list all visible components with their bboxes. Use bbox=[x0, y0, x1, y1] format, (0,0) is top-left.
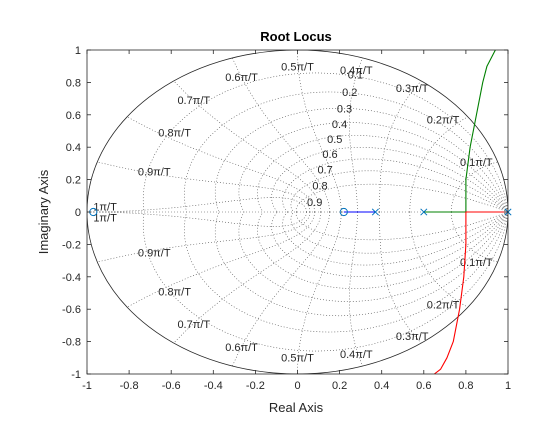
locus-group bbox=[343, 50, 508, 374]
wn-label-upper-9: 0.9π/T bbox=[138, 166, 171, 178]
x-axis-label: Real Axis bbox=[269, 400, 324, 415]
y-tick-label-9: 0.6 bbox=[66, 110, 81, 122]
wn-curve-upper-1 bbox=[450, 161, 498, 213]
y-tick-label-2: -0.8 bbox=[62, 337, 81, 349]
wn-label-upper-1: 0.1π/T bbox=[460, 157, 493, 169]
zeta-label-0.4: 0.4 bbox=[332, 119, 347, 131]
wn-curve-lower-6 bbox=[232, 211, 330, 367]
wn-label-lower-5: 0.5π/T bbox=[281, 353, 314, 365]
wn-curve-upper-5 bbox=[297, 50, 342, 213]
zeta-curve-lower-6 bbox=[271, 211, 508, 277]
y-tick-label-3: -0.6 bbox=[62, 304, 81, 316]
wn-label-upper-5: 0.5π/T bbox=[281, 61, 314, 73]
zeta-label-0.8: 0.8 bbox=[312, 180, 327, 192]
y-tick-label-5: -0.2 bbox=[62, 239, 81, 251]
wn-curve-upper-6 bbox=[232, 57, 330, 213]
wn-label-upper-3: 0.3π/T bbox=[396, 83, 429, 95]
locus-branch-3 bbox=[433, 211, 508, 374]
zeta-curve-lower-4 bbox=[238, 211, 508, 302]
wn-curve-lower-10 bbox=[87, 211, 307, 227]
y-tick-label-1: -1 bbox=[71, 369, 81, 381]
wn-curve-lower-8 bbox=[127, 211, 315, 308]
x-tick-label-9: 0.6 bbox=[416, 380, 431, 392]
wn-curve-upper-7 bbox=[173, 80, 322, 213]
wn-curve-upper-10 bbox=[87, 197, 307, 213]
zeta-curve-lower-2 bbox=[184, 211, 508, 333]
zeta-curve-lower-1 bbox=[142, 211, 508, 352]
wn-curve-upper-3 bbox=[379, 80, 422, 212]
y-tick-label-4: -0.4 bbox=[62, 272, 81, 284]
zeta-label-0.2: 0.2 bbox=[342, 87, 357, 99]
x-tick-label-4: -0.4 bbox=[204, 380, 223, 392]
locus-branch-2 bbox=[423, 50, 496, 213]
wn-curve-lower-1 bbox=[450, 211, 498, 263]
pole-marker-2 bbox=[420, 208, 428, 216]
x-tick-label-10: 0.8 bbox=[458, 380, 473, 392]
wn-label-upper-6: 0.6π/T bbox=[225, 72, 258, 84]
zeta-curve-upper-4 bbox=[238, 122, 508, 213]
zeta-label-0.1: 0.1 bbox=[348, 69, 363, 81]
pole-marker-1 bbox=[371, 208, 379, 216]
wn-curve-upper-4 bbox=[349, 57, 363, 212]
wn-label-upper-8: 0.8π/T bbox=[158, 128, 191, 140]
wn-curve-upper-8 bbox=[127, 116, 315, 213]
zgrid-group bbox=[87, 50, 508, 374]
wn-curve-lower-4 bbox=[349, 212, 363, 367]
zeta-curve-lower-8 bbox=[290, 211, 508, 254]
zeta-curve-upper-6 bbox=[271, 147, 508, 213]
y-tick-label-8: 0.4 bbox=[66, 142, 81, 154]
wn-curve-lower-5 bbox=[297, 211, 342, 374]
x-tick-label-11: 1 bbox=[505, 380, 511, 392]
zeta-curve-upper-8 bbox=[290, 170, 508, 213]
zeta-label-0.9: 0.9 bbox=[307, 197, 322, 209]
chart-title: Root Locus bbox=[260, 29, 332, 44]
zeta-label-0.6: 0.6 bbox=[322, 149, 337, 161]
wn-curve-upper-9 bbox=[97, 161, 311, 213]
wn-label-lower-9: 0.9π/T bbox=[138, 248, 171, 260]
y-tick-label-6: 0 bbox=[75, 207, 81, 219]
wn-label-lower-7: 0.7π/T bbox=[177, 319, 210, 331]
x-tick-label-2: -0.8 bbox=[120, 380, 139, 392]
wn-label-lower-4: 0.4π/T bbox=[340, 349, 373, 361]
wn-label-lower-2: 0.2π/T bbox=[427, 299, 460, 311]
y-tick-label-10: 0.8 bbox=[66, 77, 81, 89]
wn-curve-lower-9 bbox=[97, 211, 311, 263]
x-tick-label-6: 0 bbox=[294, 380, 300, 392]
wn-label-upper-7: 0.7π/T bbox=[177, 95, 210, 107]
wn-label-upper-4: 0.4π/T bbox=[340, 65, 373, 77]
zeta-curve-upper-1 bbox=[142, 72, 508, 213]
zeta-curve-upper-9 bbox=[295, 183, 508, 213]
x-tick-label-7: 0.2 bbox=[332, 380, 347, 392]
zeta-curve-lower-9 bbox=[295, 211, 508, 241]
y-tick-label-7: 0.2 bbox=[66, 175, 81, 187]
x-tick-label-5: -0.2 bbox=[246, 380, 265, 392]
wn-curve-lower-3 bbox=[379, 212, 422, 344]
x-tick-label-3: -0.6 bbox=[162, 380, 181, 392]
x-tick-label-8: 0.4 bbox=[374, 380, 389, 392]
zeta-label-0.7: 0.7 bbox=[317, 164, 332, 176]
zeta-curve-upper-2 bbox=[184, 91, 508, 213]
zero-marker-2 bbox=[339, 207, 348, 217]
wn-label-lower-1: 0.1π/T bbox=[460, 257, 493, 269]
zeta-label-0.3: 0.3 bbox=[337, 103, 352, 115]
wn-label-upper-10: 1π/T bbox=[93, 201, 117, 213]
wn-label-lower-6: 0.6π/T bbox=[225, 342, 258, 354]
y-tick-label-11: 1 bbox=[75, 45, 81, 57]
x-tick-label-1: -1 bbox=[82, 380, 92, 392]
zeta-label-0.5: 0.5 bbox=[327, 134, 342, 146]
wn-curve-lower-7 bbox=[173, 211, 322, 344]
wn-label-upper-2: 0.2π/T bbox=[427, 115, 460, 127]
wn-label-lower-10: 1π/T bbox=[93, 213, 117, 225]
wn-label-lower-8: 0.8π/T bbox=[158, 286, 191, 298]
wn-label-lower-3: 0.3π/T bbox=[396, 331, 429, 343]
y-axis-label: Imaginary Axis bbox=[36, 169, 51, 254]
